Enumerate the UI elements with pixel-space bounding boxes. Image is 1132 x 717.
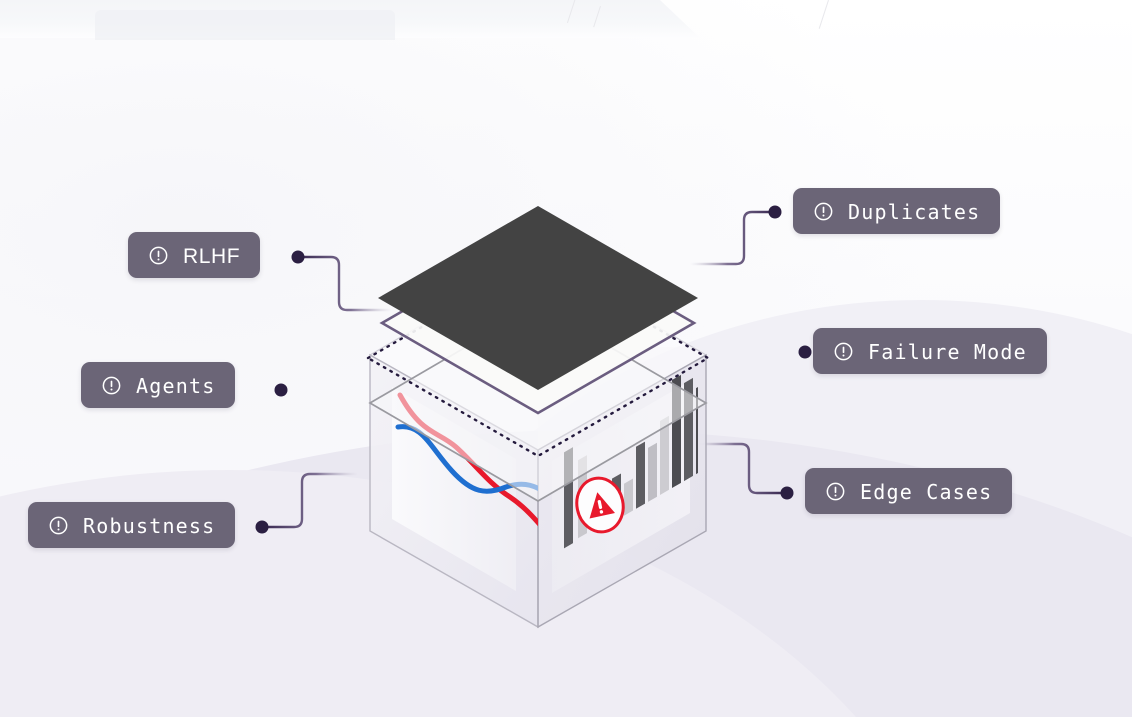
connector-dot-duplicates	[768, 205, 782, 219]
label-chip-failure-mode-text: Failure Mode	[868, 340, 1027, 364]
layer-top-solid	[378, 206, 698, 390]
cube-svg	[365, 206, 717, 629]
isometric-cube	[360, 195, 780, 635]
label-chip-duplicates-text: Duplicates	[848, 200, 981, 224]
label-chip-edge-cases[interactable]: Edge Cases	[805, 468, 1013, 514]
connector-edge-cases	[692, 442, 786, 495]
warning-circle-icon	[834, 342, 853, 360]
label-chip-edge-cases-text: Edge Cases	[860, 480, 993, 504]
connector-rlhf	[299, 255, 394, 312]
connector-dot-agents	[274, 383, 288, 397]
bar	[660, 415, 669, 495]
label-chip-rlhf-text: RLHF	[183, 244, 241, 268]
label-chip-failure-mode[interactable]: Failure Mode	[813, 328, 1047, 374]
label-chip-rlhf[interactable]: RLHF	[128, 232, 261, 278]
warning-circle-icon	[102, 376, 121, 394]
connector-dot-rlhf	[291, 250, 305, 264]
bar	[648, 442, 657, 502]
connector-dot-edge-cases	[780, 486, 794, 500]
label-chip-robustness[interactable]: Robustness	[28, 502, 236, 548]
label-chip-agents-text: Agents	[136, 374, 216, 398]
connector-duplicates	[688, 210, 775, 266]
warning-circle-icon	[149, 246, 168, 264]
bar	[708, 398, 717, 467]
bar	[624, 478, 633, 516]
label-chip-agents[interactable]: Agents	[81, 362, 236, 408]
warning-circle-icon	[49, 516, 68, 534]
connector-robustness	[263, 472, 360, 529]
layer-dotted-outline	[365, 258, 711, 458]
warning-circle-icon	[814, 202, 833, 220]
warning-circle-icon	[826, 482, 845, 500]
bar	[636, 441, 645, 509]
connector-dot-robustness	[255, 520, 269, 534]
label-chip-robustness-text: Robustness	[83, 514, 216, 538]
connector-dot-failure-mode	[798, 345, 812, 359]
warning-triangle-icon	[575, 476, 625, 534]
label-chip-duplicates[interactable]: Duplicates	[793, 188, 1001, 234]
